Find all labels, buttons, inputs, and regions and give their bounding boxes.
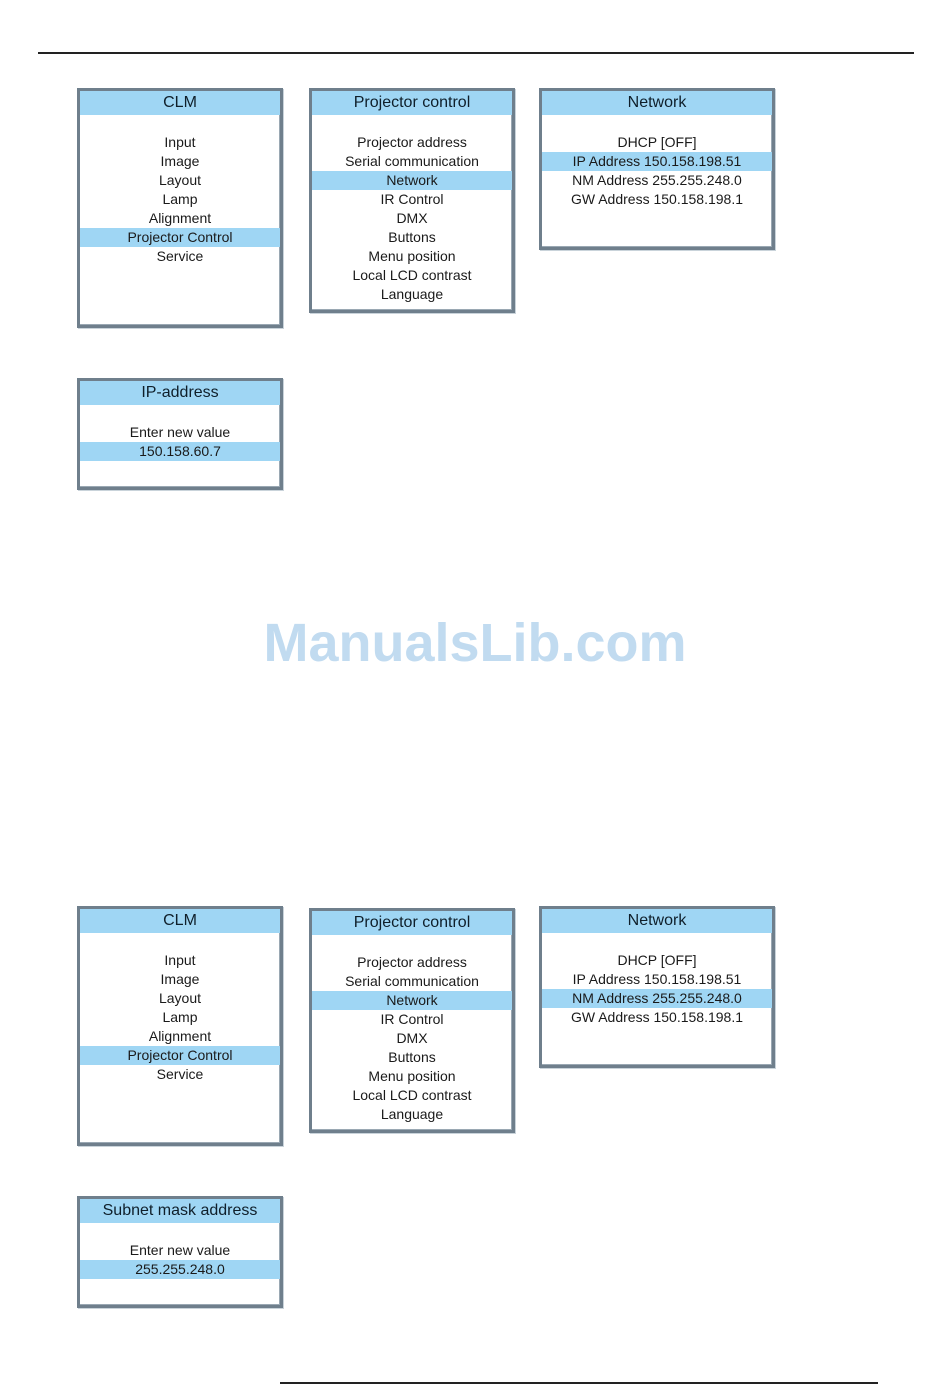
- ip-address-value-field[interactable]: 150.158.60.7: [80, 442, 280, 461]
- menu-item-menu-position[interactable]: Menu position: [368, 1068, 456, 1084]
- menu-item-language[interactable]: Language: [380, 286, 444, 302]
- menu-item-input[interactable]: Input: [164, 952, 196, 968]
- menu-item-alignment[interactable]: Alignment: [148, 1028, 212, 1044]
- menu-item-network[interactable]: Network: [312, 991, 512, 1010]
- network-menu-title: Network: [542, 91, 772, 115]
- entry-prompt: Enter new value: [129, 1242, 231, 1258]
- menu-item-image[interactable]: Image: [160, 153, 200, 169]
- menu-item-layout[interactable]: Layout: [158, 172, 202, 188]
- menu-item-dhcp[interactable]: DHCP [OFF]: [617, 134, 697, 150]
- network-menu: Network DHCP [OFF] IP Address 150.158.19…: [539, 906, 775, 1068]
- clm-menu: CLM Input Image Layout Lamp Alignment Pr…: [77, 88, 283, 328]
- subnet-mask-dialog-title: Subnet mask address: [80, 1199, 280, 1223]
- menu-item-ir-control[interactable]: IR Control: [380, 1011, 444, 1027]
- clm-menu-title: CLM: [80, 909, 280, 933]
- menu-item-serial-communication[interactable]: Serial communication: [345, 153, 479, 169]
- menu-item-nm-address[interactable]: NM Address 255.255.248.0: [542, 989, 772, 1008]
- projector-control-menu: Projector control Projector address Seri…: [309, 908, 515, 1133]
- menu-item-gw-address[interactable]: GW Address 150.158.198.1: [571, 191, 743, 207]
- menu-item-layout[interactable]: Layout: [158, 990, 202, 1006]
- menu-item-gw-address[interactable]: GW Address 150.158.198.1: [571, 1009, 743, 1025]
- menu-item-ir-control[interactable]: IR Control: [380, 191, 444, 207]
- entry-prompt: Enter new value: [129, 424, 231, 440]
- network-menu-title: Network: [542, 909, 772, 933]
- menu-item-projector-control[interactable]: Projector Control: [80, 228, 280, 247]
- menu-item-dmx[interactable]: DMX: [396, 210, 428, 226]
- header-rule: [38, 52, 914, 54]
- menu-item-buttons[interactable]: Buttons: [388, 229, 436, 245]
- menu-item-local-lcd-contrast[interactable]: Local LCD contrast: [352, 1087, 472, 1103]
- menu-item-lamp[interactable]: Lamp: [162, 1009, 198, 1025]
- menu-item-network[interactable]: Network: [312, 171, 512, 190]
- ip-address-entry-dialog: IP-address Enter new value 150.158.60.7: [77, 378, 283, 490]
- menu-item-menu-position[interactable]: Menu position: [368, 248, 456, 264]
- ip-address-dialog-title: IP-address: [80, 381, 280, 405]
- watermark: ManualsLib.com: [263, 613, 687, 673]
- menu-item-ip-address[interactable]: IP Address 150.158.198.51: [572, 971, 742, 987]
- projector-control-menu-title: Projector control: [312, 911, 512, 935]
- menu-item-local-lcd-contrast[interactable]: Local LCD contrast: [352, 267, 472, 283]
- menu-item-dmx[interactable]: DMX: [396, 1030, 428, 1046]
- menu-item-language[interactable]: Language: [380, 1106, 444, 1122]
- subnet-mask-value-field[interactable]: 255.255.248.0: [80, 1260, 280, 1279]
- network-menu: Network DHCP [OFF] IP Address 150.158.19…: [539, 88, 775, 250]
- menu-item-projector-address[interactable]: Projector address: [357, 954, 467, 970]
- projector-control-menu: Projector control Projector address Seri…: [309, 88, 515, 313]
- menu-item-projector-address[interactable]: Projector address: [357, 134, 467, 150]
- clm-menu-title: CLM: [80, 91, 280, 115]
- menu-item-image[interactable]: Image: [160, 971, 200, 987]
- subnet-mask-entry-dialog: Subnet mask address Enter new value 255.…: [77, 1196, 283, 1308]
- menu-item-service[interactable]: Service: [156, 1066, 204, 1082]
- menu-item-dhcp[interactable]: DHCP [OFF]: [617, 952, 697, 968]
- footer-rule: [280, 1382, 878, 1384]
- projector-control-menu-title: Projector control: [312, 91, 512, 115]
- menu-item-buttons[interactable]: Buttons: [388, 1049, 436, 1065]
- menu-item-service[interactable]: Service: [156, 248, 204, 264]
- menu-item-projector-control[interactable]: Projector Control: [80, 1046, 280, 1065]
- menu-item-alignment[interactable]: Alignment: [148, 210, 212, 226]
- menu-item-nm-address[interactable]: NM Address 255.255.248.0: [572, 172, 742, 188]
- menu-item-serial-communication[interactable]: Serial communication: [345, 973, 479, 989]
- menu-item-ip-address[interactable]: IP Address 150.158.198.51: [542, 152, 772, 171]
- clm-menu: CLM Input Image Layout Lamp Alignment Pr…: [77, 906, 283, 1146]
- menu-item-lamp[interactable]: Lamp: [162, 191, 198, 207]
- menu-item-input[interactable]: Input: [164, 134, 196, 150]
